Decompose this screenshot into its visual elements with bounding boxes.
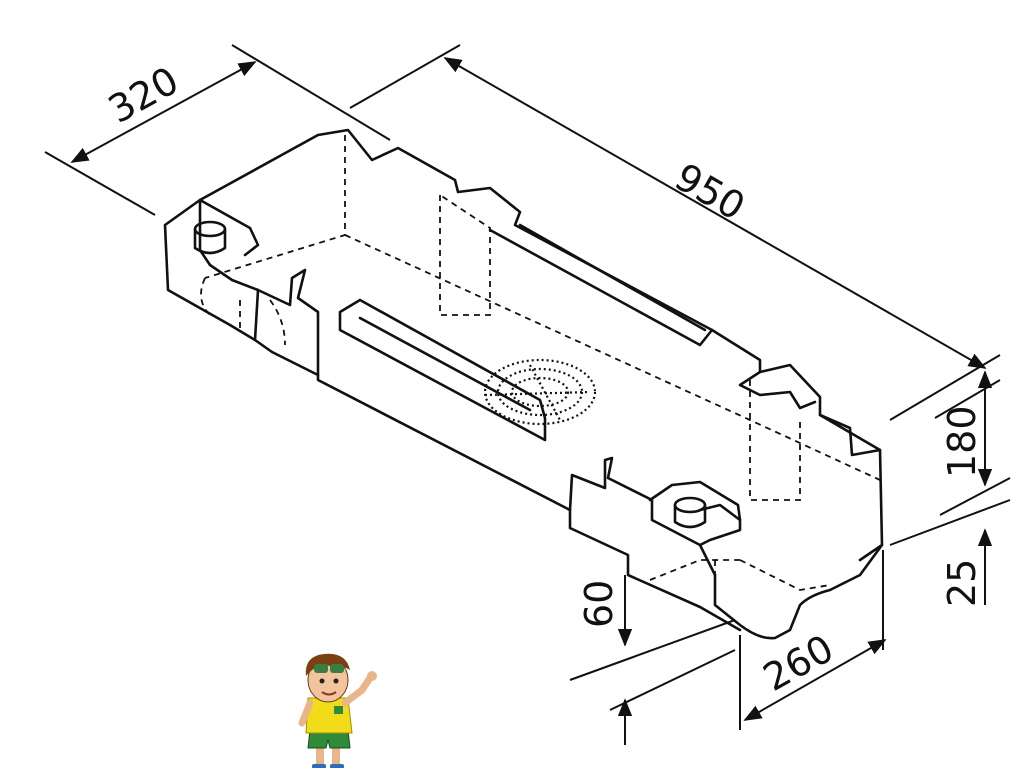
- tank-front-face: [256, 268, 717, 577]
- drain-pattern: [483, 358, 597, 426]
- dimension-lines: [44, 44, 1011, 745]
- tank-body: [163, 128, 884, 640]
- dim-320-line: [70, 61, 257, 163]
- dimension-labels: 320 950 180 25 260 60: [101, 58, 984, 700]
- dim-950-line: [443, 57, 987, 369]
- boy-mascot-icon: [298, 653, 377, 769]
- dim-950-label: 950: [668, 155, 753, 229]
- dim-60-label: 60: [577, 580, 621, 628]
- front-trough: [338, 298, 547, 442]
- left-fill-cap: [193, 220, 227, 255]
- dim-260-line: [743, 639, 887, 721]
- top-channel: [488, 223, 714, 347]
- dim-25-label: 25: [940, 559, 984, 607]
- tank-left-end: [163, 198, 260, 342]
- dim-180-label: 180: [940, 405, 984, 478]
- right-fill-cap: [673, 496, 707, 529]
- dim-320-label: 320: [101, 58, 186, 132]
- tank-right-end: [713, 543, 884, 640]
